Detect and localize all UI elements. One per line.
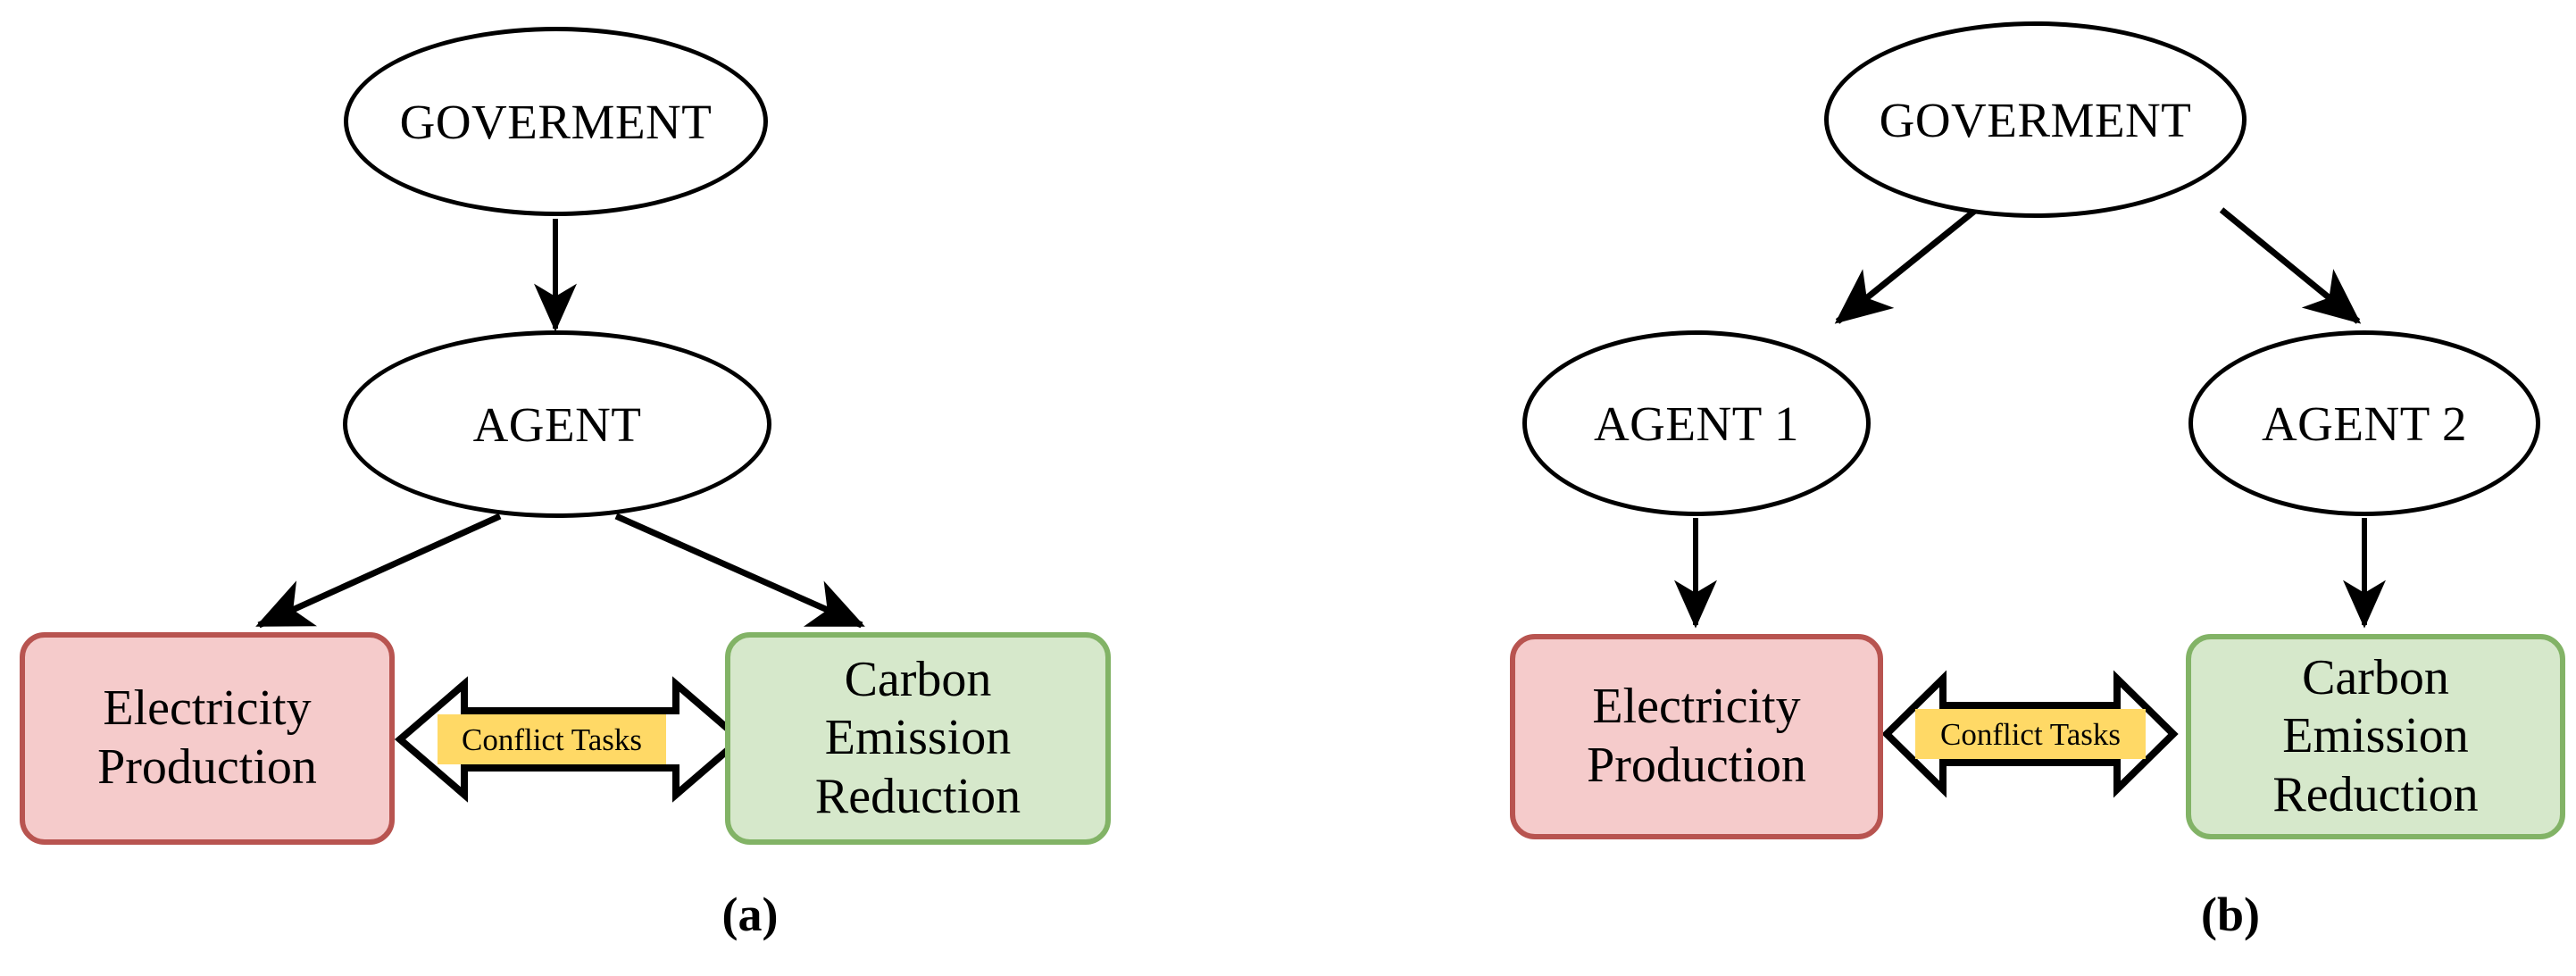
badge-conflict-tasks-a: Conflict Tasks — [438, 714, 666, 764]
carbon-line-2: Emission — [2282, 708, 2469, 764]
box-electricity-production-a[interactable]: Electricity Production — [20, 632, 395, 845]
caption-panel-b: (b) — [2201, 888, 2260, 941]
edge-agent-to-carbon — [614, 513, 865, 629]
badge-conflict-tasks-a-label: Conflict Tasks — [461, 722, 643, 757]
box-carbon-emission-reduction-a-label: Carbon Emission Reduction — [808, 651, 1028, 827]
caption-panel-a: (a) — [721, 888, 779, 941]
edge-agent-to-electricity — [255, 513, 502, 629]
panel-b: GOVERMENT AGENT 1 AGENT 2 Electricity Pr… — [1288, 0, 2576, 976]
node-government-b[interactable]: GOVERMENT — [1824, 21, 2247, 218]
panel-a: GOVERMENT AGENT Electricity Production C… — [20, 27, 1111, 941]
carbon-line-3: Reduction — [2272, 766, 2479, 822]
edge-government-to-agent2 — [2219, 207, 2362, 324]
node-government-b-label: GOVERMENT — [1879, 92, 2192, 147]
box-electricity-production-b-label: Electricity Production — [1580, 678, 1813, 795]
box-carbon-emission-reduction-b[interactable]: Carbon Emission Reduction — [2186, 634, 2565, 839]
box-electricity-production-a-label: Electricity Production — [90, 680, 324, 797]
box-electricity-production-b[interactable]: Electricity Production — [1510, 634, 1883, 839]
node-agent-a-label: AGENT — [472, 396, 642, 452]
node-agent-a[interactable]: AGENT — [343, 330, 771, 518]
carbon-line-2: Emission — [824, 710, 1012, 766]
node-government-a-label: GOVERMENT — [399, 94, 713, 149]
electricity-line-1: Electricity — [103, 680, 312, 737]
node-agent-2[interactable]: AGENT 2 — [2188, 330, 2540, 516]
carbon-line-3: Reduction — [814, 768, 1021, 824]
node-agent-2-label: AGENT 2 — [2261, 396, 2468, 451]
box-carbon-emission-reduction-b-label: Carbon Emission Reduction — [2265, 649, 2485, 825]
electricity-line-2: Production — [97, 739, 317, 795]
carbon-line-1: Carbon — [2302, 649, 2449, 705]
badge-conflict-tasks-b: Conflict Tasks — [1915, 709, 2146, 759]
carbon-line-1: Carbon — [844, 651, 992, 707]
node-agent-1-label: AGENT 1 — [1593, 396, 1800, 451]
node-agent-1[interactable]: AGENT 1 — [1522, 330, 1871, 516]
electricity-line-1: Electricity — [1592, 679, 1801, 735]
edge-government-to-agent1 — [1834, 207, 1979, 324]
box-carbon-emission-reduction-a[interactable]: Carbon Emission Reduction — [725, 632, 1111, 845]
node-government-a[interactable]: GOVERMENT — [344, 27, 768, 216]
electricity-line-2: Production — [1587, 738, 1806, 793]
badge-conflict-tasks-b-label: Conflict Tasks — [1939, 716, 2122, 752]
